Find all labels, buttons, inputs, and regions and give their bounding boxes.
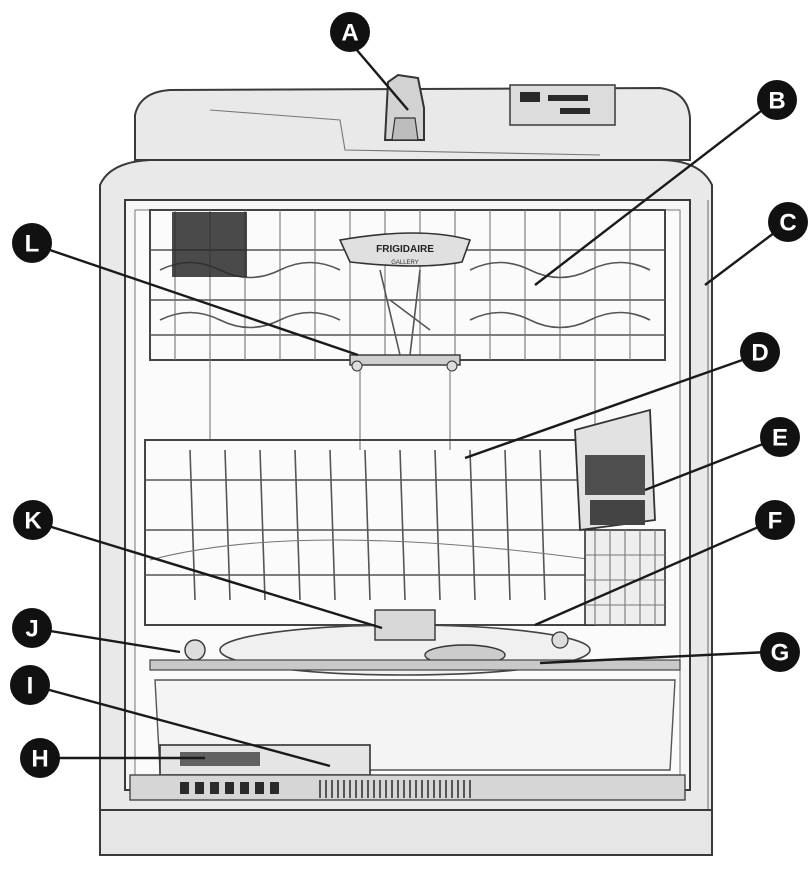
- callout-g: G: [760, 632, 800, 672]
- silverware-basket: [585, 530, 665, 625]
- callout-a: A: [330, 12, 370, 52]
- callout-f: F: [755, 500, 795, 540]
- control-module: [510, 85, 615, 125]
- callout-l-label: L: [25, 231, 40, 258]
- callout-e-label: E: [772, 425, 788, 452]
- callout-f-label: F: [768, 508, 783, 535]
- callout-j-label: J: [25, 616, 38, 643]
- callout-h-label: H: [31, 746, 48, 773]
- callout-b: B: [757, 80, 797, 120]
- callout-a-label: A: [341, 20, 358, 47]
- callout-g-label: G: [771, 640, 790, 667]
- brand-text: FRIGIDAIRE: [376, 244, 434, 255]
- brand-subtext: GALLERY: [391, 260, 419, 266]
- callout-b-label: B: [768, 88, 785, 115]
- callout-d-label: D: [751, 340, 768, 367]
- callout-i-label: I: [27, 673, 34, 700]
- callout-c-label: C: [779, 210, 796, 237]
- callout-l: L: [12, 223, 52, 263]
- callout-e: E: [760, 417, 800, 457]
- detergent-dispenser: [575, 410, 655, 530]
- callout-c: C: [768, 202, 808, 242]
- callout-k-label: K: [24, 508, 42, 535]
- callout-i: I: [10, 665, 50, 705]
- callout-k: K: [13, 500, 53, 540]
- brand-plate: FRIGIDAIRE GALLERY: [340, 233, 470, 266]
- callout-h: H: [20, 738, 60, 778]
- callout-d: D: [740, 332, 780, 372]
- callout-j: J: [12, 608, 52, 648]
